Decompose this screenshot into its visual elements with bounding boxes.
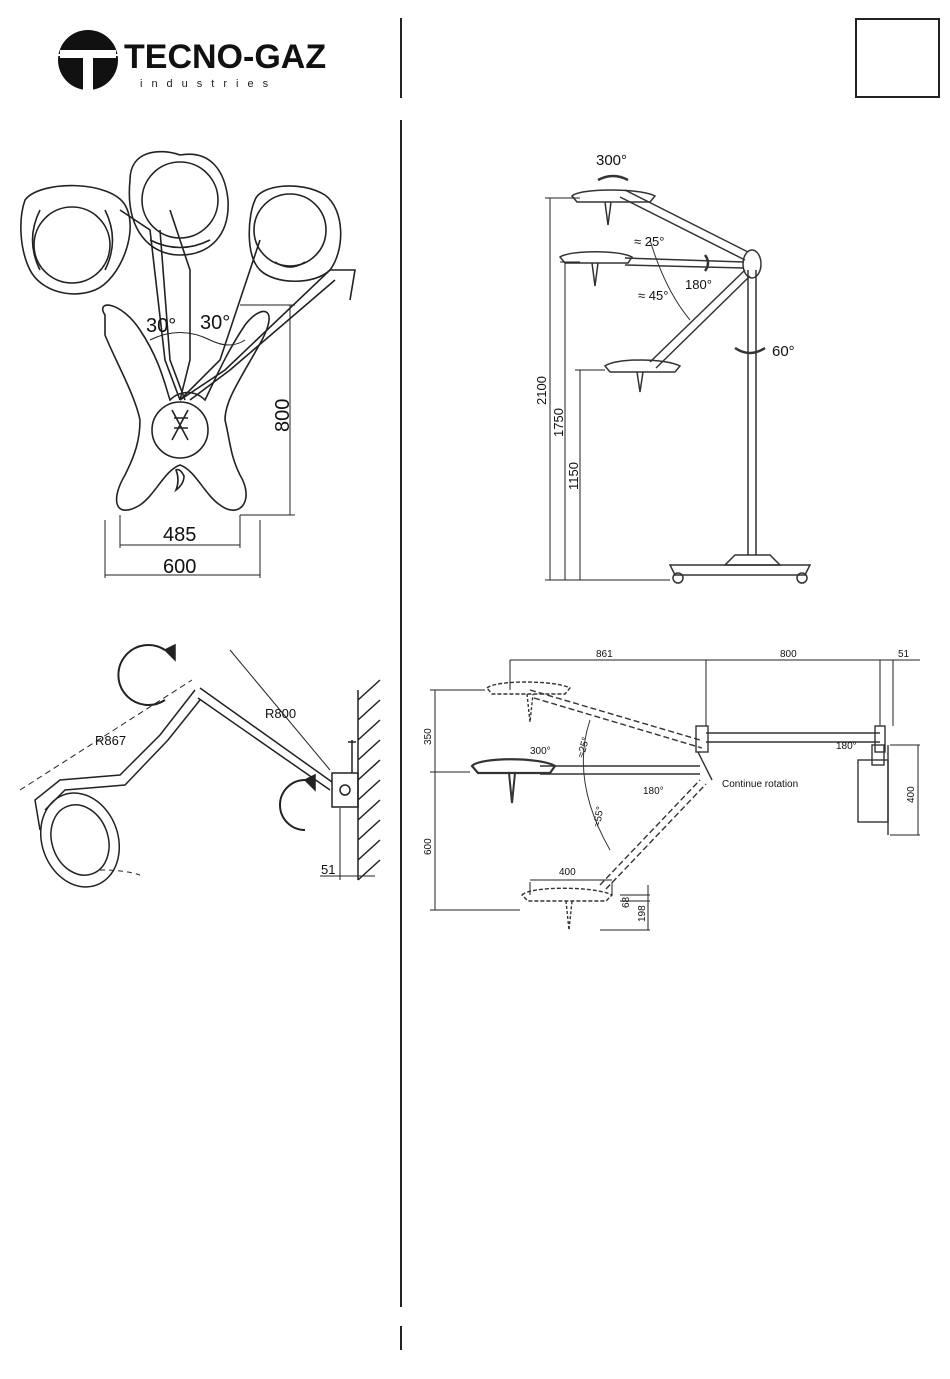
page-number-box [855, 18, 940, 98]
height-mid-dimension: 1750 [551, 408, 566, 437]
bracket-height-label: 400 [906, 786, 917, 803]
vertical-down-label: 600 [423, 838, 434, 855]
head-diameter-label: 400 [559, 867, 576, 878]
radius-inner-label: R800 [265, 706, 296, 721]
tilt-up-label: ≈ 25° [634, 234, 664, 249]
pole-rotation-label: 60° [772, 343, 795, 360]
wall-side-view-drawing [402, 640, 950, 940]
joint-rotation-label: 180° [643, 786, 664, 797]
arm-length-2-label: 800 [780, 649, 797, 660]
vertical-up-label: 350 [423, 728, 434, 745]
head-total-label: 198 [637, 905, 648, 922]
joint-rotation-label: 180° [685, 277, 712, 292]
wall-offset-label: 51 [321, 862, 335, 877]
head-rotation-label: 300° [596, 152, 627, 169]
header-divider [400, 18, 402, 98]
top-view-drawing [0, 0, 400, 600]
inner-width-dimension: 485 [163, 524, 196, 547]
height-min-dimension: 1150 [566, 462, 581, 490]
angle-left-label: 30° [146, 315, 176, 338]
outer-width-dimension: 600 [163, 556, 196, 579]
floor-stand-drawing [402, 120, 950, 600]
head-thickness-label: 68 [621, 897, 632, 908]
angle-right-label: 30° [200, 312, 230, 335]
column-divider-tail [400, 1326, 402, 1350]
wall-rotation-label: 180° [836, 741, 857, 752]
wall-top-view-drawing [0, 620, 400, 910]
continue-rotation-label: Continue rotation [722, 779, 798, 790]
arm-length-1-label: 861 [596, 649, 613, 660]
wall-offset-label: 51 [898, 649, 909, 660]
tilt-down-label: ≈ 45° [638, 288, 668, 303]
head-rotation-label: 300° [530, 746, 551, 757]
height-dimension: 800 [272, 399, 295, 432]
height-max-dimension: 2100 [534, 376, 549, 405]
radius-outer-label: R867 [95, 733, 126, 748]
